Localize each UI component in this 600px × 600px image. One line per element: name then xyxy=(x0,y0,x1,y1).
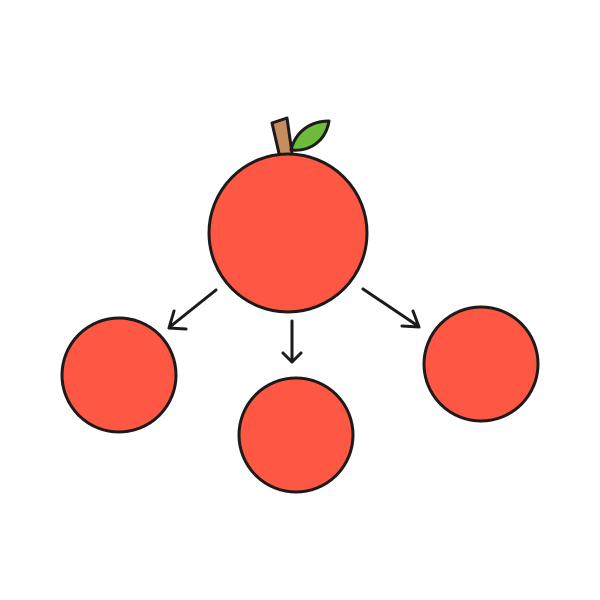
apple-icon xyxy=(207,116,369,314)
leaf-icon xyxy=(289,119,331,152)
circle-left-icon xyxy=(60,316,178,434)
circle-center-icon xyxy=(237,376,355,494)
arrow-down-icon xyxy=(281,319,303,364)
circle-right-icon xyxy=(422,305,540,423)
apple-body xyxy=(207,152,369,314)
arrow-down-left-icon xyxy=(167,288,218,331)
arrow-down-right-icon xyxy=(361,287,421,329)
